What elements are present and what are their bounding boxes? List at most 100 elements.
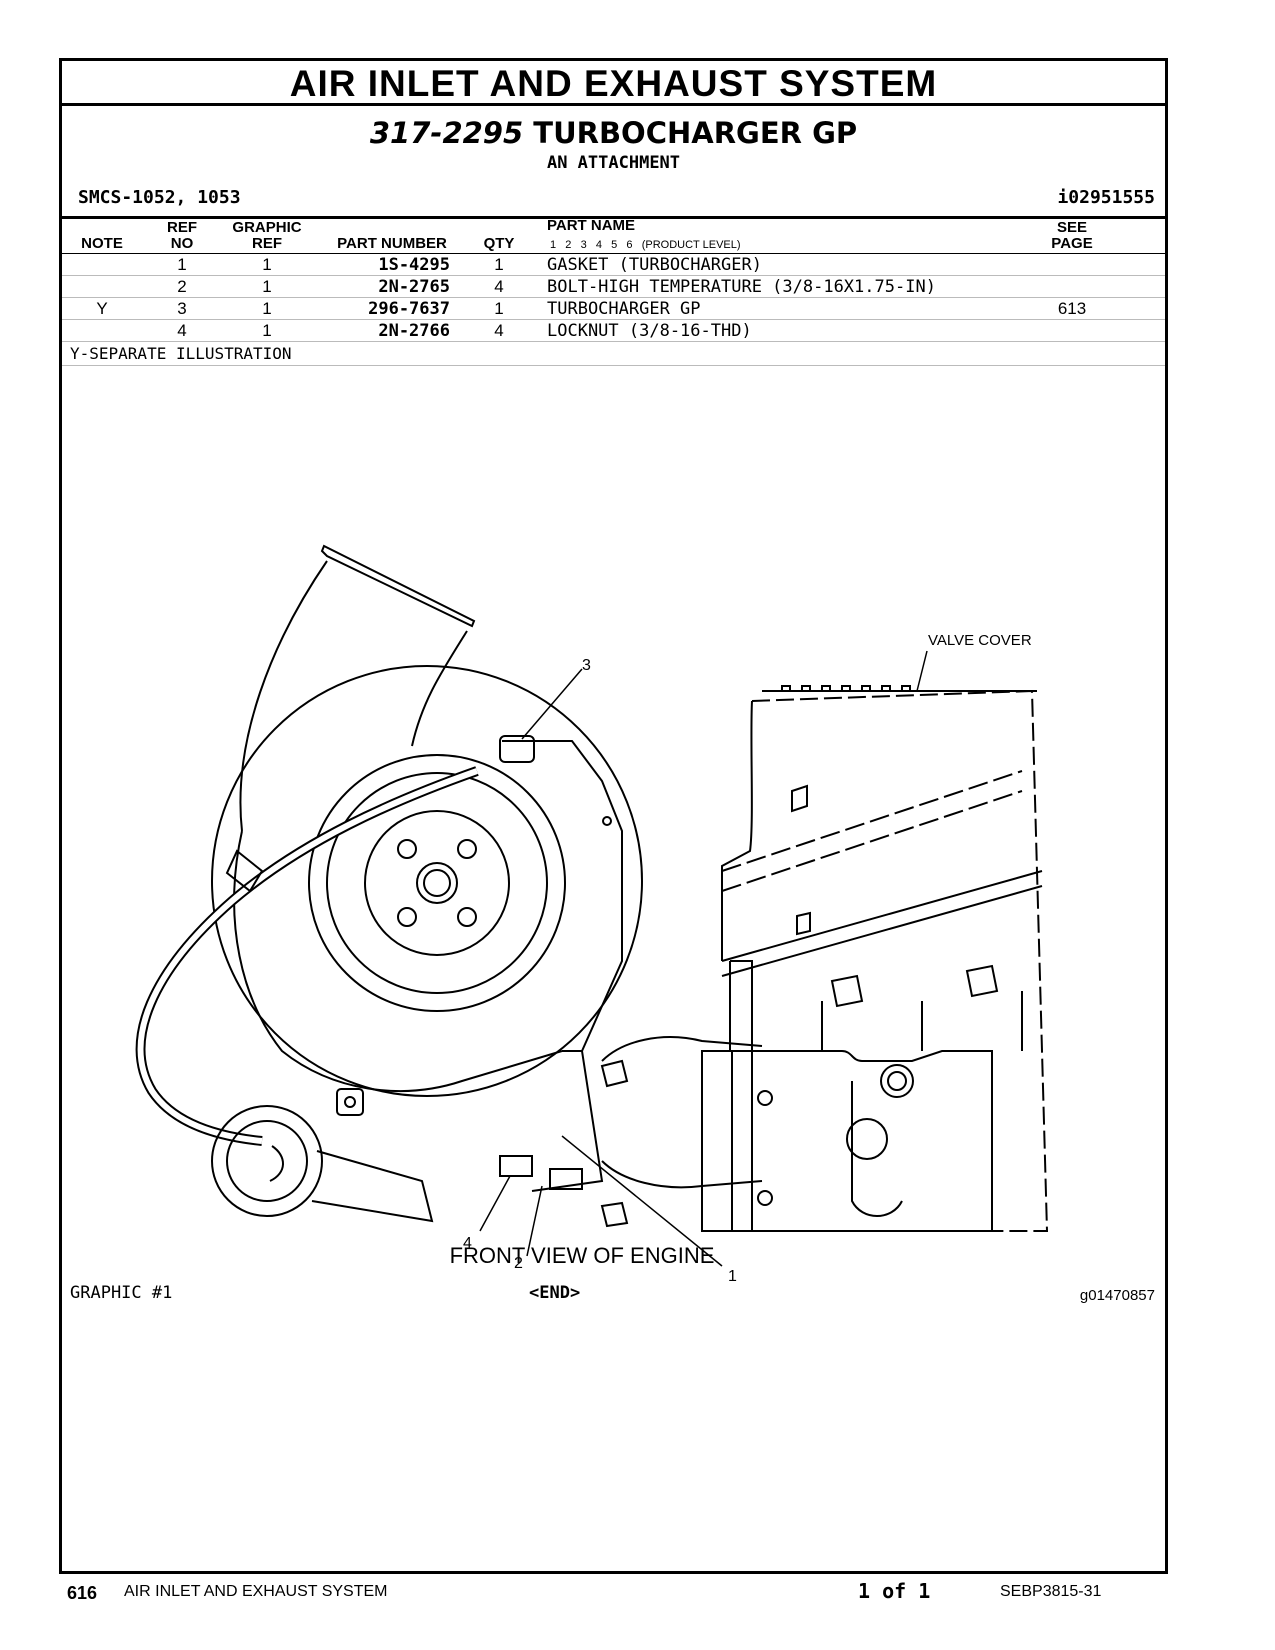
bearing-housing — [502, 740, 623, 1052]
note-text: Y-SEPARATE ILLUSTRATION — [70, 344, 292, 363]
head-bolt-2 — [830, 974, 864, 1008]
row-note: Y — [96, 299, 108, 318]
col-ref-no-1: REF — [167, 219, 197, 236]
col-see-page-1: SEE — [1056, 219, 1087, 236]
exhaust-elbow-bottom — [601, 1160, 763, 1189]
exhaust-manifold-flange — [701, 1050, 733, 1232]
row-part-number: 2N-2766 — [378, 321, 450, 341]
header-rule — [62, 216, 1165, 219]
callout-1: 1 — [728, 1268, 737, 1281]
leader-valve-cover — [916, 650, 928, 692]
compressor-nut — [416, 862, 458, 904]
table-row: Y 3 1 296-7637 1 TURBOCHARGER GP 613 — [62, 298, 1165, 320]
row-part-number: 2N-2765 — [378, 277, 450, 297]
valve-cover-label: VALVE COVER — [928, 632, 1032, 649]
wastegate-actuator — [211, 1105, 323, 1217]
graphic-id: g01470857 — [1079, 1287, 1155, 1304]
row-ref-no: 4 — [177, 321, 187, 340]
oil-line-outer — [135, 766, 479, 1146]
inlet-duct — [239, 560, 468, 832]
locknut — [600, 1059, 629, 1088]
inlet-flange — [320, 544, 476, 628]
row-part-number: 1S-4295 — [378, 255, 450, 275]
head-bolt-3 — [965, 964, 999, 998]
group-title: 317-2295 TURBOCHARGER GP — [62, 116, 1165, 150]
col-graphic-ref-2: REF — [252, 235, 282, 252]
compressor-cover — [308, 754, 566, 1012]
engine-outline-dashed — [751, 689, 1049, 1232]
bolt-hole — [457, 907, 477, 927]
row-graphic-ref: 1 — [262, 321, 272, 340]
top-boss — [499, 735, 535, 763]
col-part-name: PART NAME — [547, 217, 636, 234]
table-row: 1 1 1S-4295 1 GASKET (TURBOCHARGER) — [62, 254, 1165, 276]
locknut-b — [600, 1201, 629, 1228]
table-row: 2 1 2N-2765 4 BOLT-HIGH TEMPERATURE (3/8… — [62, 276, 1165, 298]
oil-line-inner — [137, 768, 478, 1144]
row-part-number: 296-7637 — [368, 299, 450, 319]
row-part-name: BOLT-HIGH TEMPERATURE (3/8-16X1.75-IN) — [547, 277, 936, 297]
head-face — [729, 960, 753, 1051]
head-gasket-line — [721, 870, 1043, 977]
manifold-port-inner — [887, 1071, 907, 1091]
row-qty: 1 — [494, 255, 504, 274]
row-graphic-ref: 1 — [262, 255, 272, 274]
manifold-body — [732, 1050, 753, 1232]
col-qty: QTY — [483, 235, 515, 252]
small-hole — [602, 816, 612, 826]
row-ref-no: 2 — [177, 277, 187, 296]
oil-line-clip — [225, 849, 264, 893]
valve-cover-bolt — [791, 784, 808, 813]
end-label: <END> — [529, 1283, 581, 1303]
col-ref-no-2: NO — [170, 235, 194, 252]
leader-3 — [521, 668, 583, 740]
manifold-hole — [757, 1090, 773, 1106]
callout-3: 3 — [582, 657, 591, 674]
leader-1 — [561, 1135, 723, 1267]
col-see-page-2: PAGE — [1051, 235, 1093, 252]
bolt-2 — [499, 1155, 533, 1177]
row-qty: 4 — [494, 321, 504, 340]
row-see-page: 613 — [1057, 299, 1087, 318]
compressor-housing-outer — [233, 830, 563, 1092]
compressor-nut-inner — [423, 869, 451, 897]
exhaust-manifold — [752, 1050, 993, 1232]
group-name: TURBOCHARGER GP — [533, 116, 858, 150]
row-part-name: LOCKNUT (3/8-16-THD) — [547, 321, 752, 341]
footer-page-of: 1 of 1 — [858, 1579, 931, 1603]
manifold-port — [880, 1064, 914, 1098]
smcs-code: SMCS-1052, 1053 — [78, 187, 241, 208]
col-graphic-ref-1: GRAPHIC — [232, 219, 302, 236]
table-row: 4 1 2N-2766 4 LOCKNUT (3/8-16-THD) — [62, 320, 1165, 342]
turbine-flange — [531, 1050, 604, 1192]
turbocharger-illustration: 3 4 2 1 VALVE COVER — [135, 544, 1049, 1281]
column-header-rule — [62, 253, 1165, 254]
manifold-contour — [851, 1081, 903, 1217]
row-graphic-ref: 1 — [262, 299, 272, 318]
wastegate-cap — [226, 1120, 308, 1202]
compressor-housing — [211, 665, 643, 1097]
footer-page-number: 616 — [67, 1583, 98, 1603]
row-part-name: TURBOCHARGER GP — [547, 299, 701, 319]
bolt-hole — [457, 839, 477, 859]
row-part-name: GASKET (TURBOCHARGER) — [547, 255, 762, 275]
view-caption: FRONT VIEW OF ENGINE — [449, 1243, 715, 1268]
compressor-hub-ring — [364, 810, 510, 956]
row-qty: 4 — [494, 277, 504, 296]
section-title: AIR INLET AND EXHAUST SYSTEM — [62, 61, 1165, 106]
leader-2 — [526, 1185, 543, 1257]
footer-doc-id: SEBP3815-31 — [1000, 1583, 1102, 1600]
housing-boss-hole — [344, 1096, 356, 1108]
housing-boss — [336, 1088, 364, 1116]
group-number: 317-2295 — [369, 116, 524, 150]
leader-4 — [479, 1175, 511, 1232]
head-bolt — [796, 911, 811, 936]
callout-2: 2 — [514, 1255, 523, 1272]
row-ref-no: 3 — [177, 299, 187, 318]
col-part-number: PART NUMBER — [337, 235, 447, 252]
valve-cover-edge — [721, 700, 753, 961]
exhaust-elbow-top — [601, 1036, 763, 1062]
bolt-2b — [549, 1168, 583, 1190]
subtitle: AN ATTACHMENT — [546, 153, 681, 173]
footer-section: AIR INLET AND EXHAUST SYSTEM — [124, 1583, 388, 1600]
